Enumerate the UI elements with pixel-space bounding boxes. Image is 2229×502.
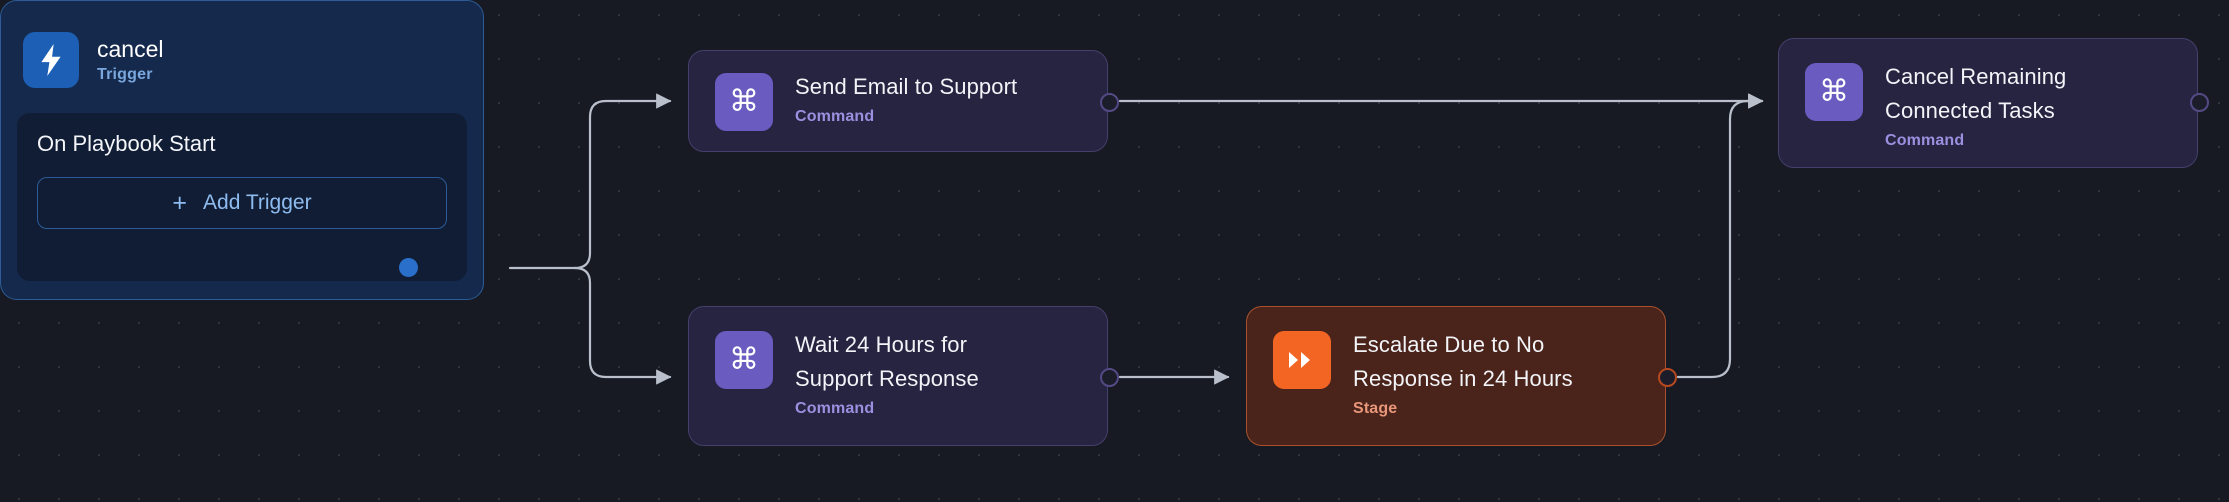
trigger-node[interactable]: cancel Trigger On Playbook Start + Add T… [0,0,484,300]
on-playbook-start-card[interactable]: On Playbook Start + Add Trigger [17,113,467,281]
node-escalate-due-to-no-response[interactable]: Escalate Due to No Response in 24 Hours … [1246,306,1677,446]
command-icon: ⌘ [1805,63,1863,121]
node-title: Send Email to Support [795,74,1018,99]
on-playbook-start-label: On Playbook Start [37,131,216,156]
lightning-bolt-icon [23,32,79,88]
node-title-line-1: Cancel Remaining [1885,64,2067,89]
trigger-node-kind: Trigger [97,66,153,83]
edge-trigger-to-send-email [573,93,672,270]
plus-icon: + [172,188,188,217]
node-kind-label: Stage [1353,400,1398,417]
node-output-port[interactable] [1100,93,1119,112]
node-title-line-2: Response in 24 Hours [1353,366,1573,391]
node-title-line-2: Support Response [795,366,979,391]
edge-trigger-to-wait [573,266,672,385]
trigger-node-name: cancel [97,36,164,62]
node-title-line-2: Connected Tasks [1885,98,2055,123]
node-wait-24-hours[interactable]: ⌘ Wait 24 Hours for Support Response Com… [688,306,1119,446]
node-output-port[interactable] [1100,368,1119,387]
node-kind-label: Command [1885,132,1965,149]
double-chevron-right-icon [1273,331,1331,389]
node-kind-label: Command [795,400,875,417]
command-icon: ⌘ [715,331,773,389]
command-glyph: ⌘ [1819,74,1849,109]
node-cancel-remaining-connected-tasks[interactable]: ⌘ Cancel Remaining Connected Tasks Comma… [1778,38,2209,168]
command-icon: ⌘ [715,73,773,131]
edge-escalate-to-cancel [1676,93,1764,379]
node-output-port[interactable] [2190,93,2209,112]
node-title-line-1: Escalate Due to No [1353,332,1545,357]
add-trigger-label: Add Trigger [203,191,312,214]
command-glyph: ⌘ [729,342,759,377]
trigger-node-header: cancel Trigger [1,1,483,99]
node-send-email-to-support[interactable]: ⌘ Send Email to Support Command [688,50,1119,152]
node-title-line-1: Wait 24 Hours for [795,332,968,357]
add-trigger-button[interactable]: + Add Trigger [37,177,447,229]
node-kind-label: Command [795,108,875,125]
trigger-output-port[interactable] [399,258,418,277]
node-output-port[interactable] [1658,368,1677,387]
command-glyph: ⌘ [729,84,759,119]
